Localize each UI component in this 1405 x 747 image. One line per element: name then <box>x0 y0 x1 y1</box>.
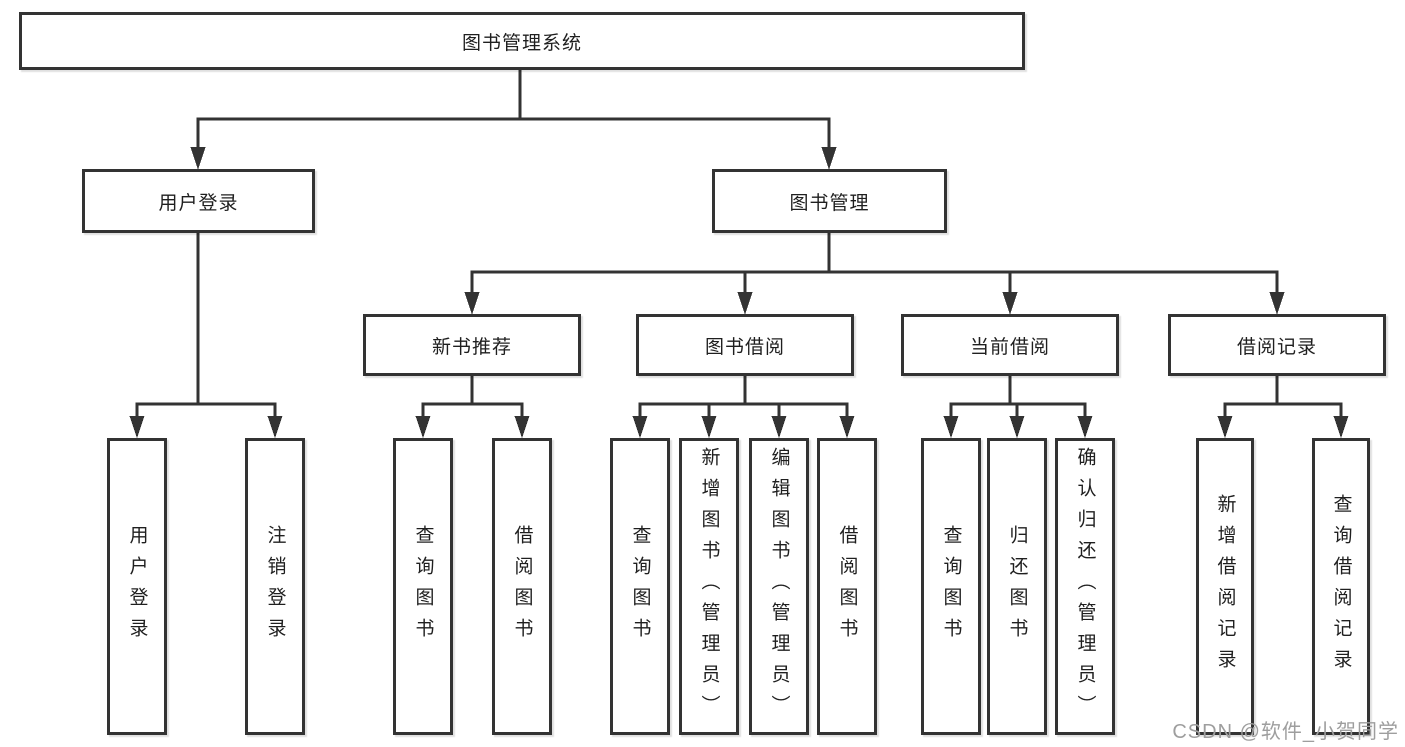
node-label: 确认归还（管理员） <box>1074 447 1096 726</box>
leaf-borrow-books: 借阅图书 <box>817 438 877 735</box>
node-label: 借阅记录 <box>1236 336 1317 358</box>
connector-book-management-to-level3 <box>464 231 1285 315</box>
node-label: 编辑图书（管理员） <box>768 447 790 726</box>
node-new-book-recommendation: 新书推荐 <box>363 314 581 376</box>
node-label: 新增借阅记录 <box>1214 493 1236 680</box>
node-label: 查询借阅记录 <box>1330 493 1352 680</box>
node-label: 新书推荐 <box>431 336 512 358</box>
node-label: 借阅图书 <box>836 524 858 649</box>
connector-user-login-to-leaves <box>129 231 283 438</box>
node-label: 图书借阅 <box>704 336 785 358</box>
watermark: CSDN @软件_小贺同学 <box>1172 721 1399 743</box>
node-label: 图书管理 <box>789 192 870 214</box>
node-label: 查询图书 <box>412 524 434 649</box>
leaf-borrow-books: 借阅图书 <box>492 438 552 735</box>
node-label: 当前借阅 <box>969 336 1050 358</box>
node-label: 归还图书 <box>1006 524 1028 649</box>
leaf-edit-books-admin: 编辑图书（管理员） <box>749 438 809 735</box>
node-book-borrowing: 图书借阅 <box>636 314 854 376</box>
leaf-query-books: 查询图书 <box>393 438 453 735</box>
connector-book-borrow-to-leaves <box>632 374 855 438</box>
node-book-management: 图书管理 <box>712 169 947 233</box>
node-library-management-system: 图书管理系统 <box>19 12 1025 70</box>
connector-current-borrow-to-leaves <box>943 374 1093 438</box>
node-current-borrowing: 当前借阅 <box>901 314 1119 376</box>
node-label: 借阅图书 <box>511 524 533 649</box>
node-user-login: 用户登录 <box>82 169 315 233</box>
node-label: 注销登录 <box>264 524 286 649</box>
connector-new-book-rec-to-leaves <box>415 374 530 438</box>
node-label: 用户登录 <box>126 524 148 649</box>
leaf-add-books-admin: 新增图书（管理员） <box>679 438 739 735</box>
connector-root-to-level2 <box>190 68 837 170</box>
node-label: 图书管理系统 <box>461 32 582 54</box>
leaf-confirm-return-admin: 确认归还（管理员） <box>1055 438 1115 735</box>
node-label: 查询图书 <box>940 524 962 649</box>
leaf-query-books: 查询图书 <box>610 438 670 735</box>
node-label: 新增图书（管理员） <box>698 447 720 726</box>
node-borrowing-records: 借阅记录 <box>1168 314 1386 376</box>
leaf-query-borrow-record: 查询借阅记录 <box>1312 438 1370 735</box>
leaf-return-books: 归还图书 <box>987 438 1047 735</box>
node-label: 查询图书 <box>629 524 651 649</box>
leaf-logout: 注销登录 <box>245 438 305 735</box>
leaf-add-borrow-record: 新增借阅记录 <box>1196 438 1254 735</box>
leaf-query-books: 查询图书 <box>921 438 981 735</box>
leaf-user-login: 用户登录 <box>107 438 167 735</box>
connector-borrow-record-to-leaves <box>1217 374 1349 438</box>
node-label: 用户登录 <box>158 192 239 214</box>
